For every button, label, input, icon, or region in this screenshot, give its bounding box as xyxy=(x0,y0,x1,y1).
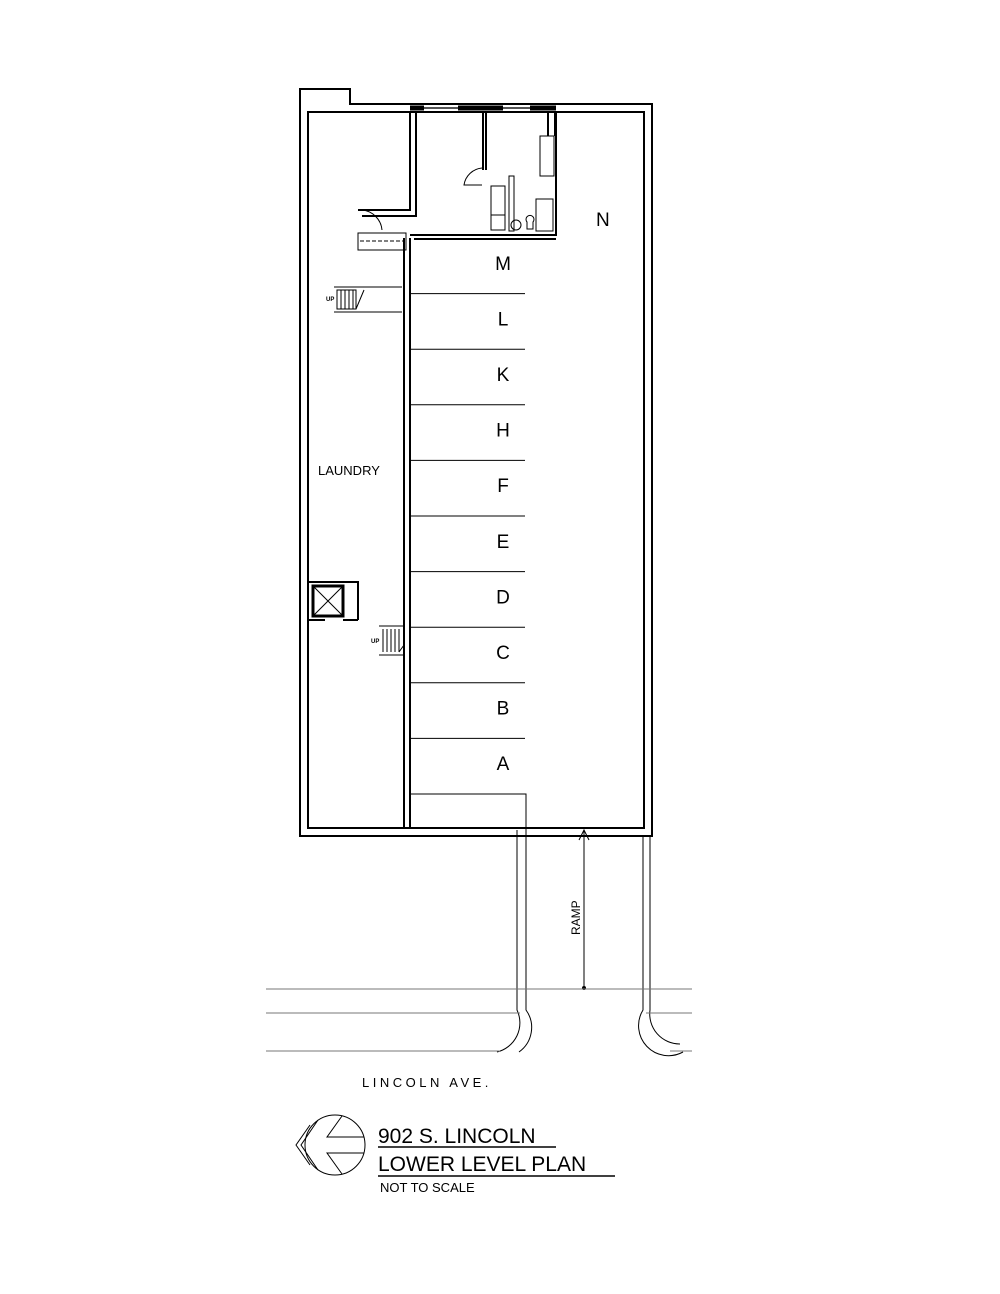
stall-label-h: H xyxy=(496,421,510,442)
building-walls xyxy=(299,88,653,837)
stall-label-d: D xyxy=(496,587,510,608)
north-arrow-icon xyxy=(295,1114,366,1176)
street-label: LINCOLN AVE. xyxy=(362,1075,492,1090)
street: LINCOLN AVE. xyxy=(266,988,692,1090)
stall-label-m: M xyxy=(495,254,511,275)
stair-up-label: UP xyxy=(371,639,379,645)
scale-note: NOT TO SCALE xyxy=(380,1180,475,1195)
stair-lower: UP xyxy=(371,625,405,656)
laundry-label: LAUNDRY xyxy=(318,463,380,478)
stall-label-n: N xyxy=(596,210,610,231)
stall-label-k: K xyxy=(497,365,510,386)
stall-label-e: E xyxy=(497,532,510,553)
stall-label-f: F xyxy=(497,476,509,497)
ramp: RAMP xyxy=(496,793,684,1057)
parking-stalls: M L K H F E D C B A xyxy=(410,254,525,795)
stair-up-label: UP xyxy=(326,297,334,303)
stair-upper: UP xyxy=(326,286,402,313)
elevator-icon xyxy=(308,581,359,621)
address-title: 902 S. LINCOLN xyxy=(378,1125,536,1148)
stall-label-c: C xyxy=(496,643,510,664)
stall-label-b: B xyxy=(497,699,510,720)
stall-label-a: A xyxy=(497,754,510,775)
stall-label-l: L xyxy=(498,309,509,330)
plan-title: LOWER LEVEL PLAN xyxy=(378,1153,586,1176)
ramp-label: RAMP xyxy=(569,900,583,935)
